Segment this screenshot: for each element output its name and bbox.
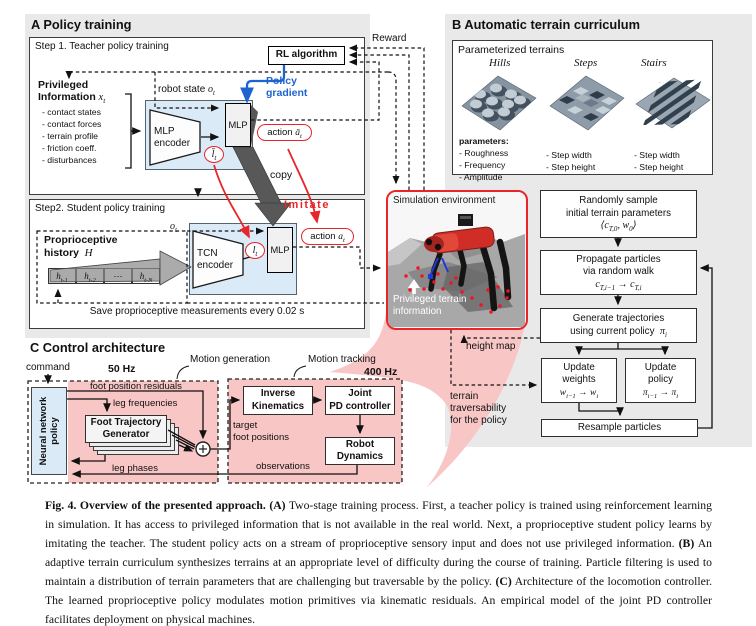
- panel-a-title: A Policy training: [31, 17, 132, 32]
- hills-param: - Frequency: [459, 160, 506, 170]
- caption-c-marker: (C): [495, 575, 512, 588]
- privileged-title-line1: Privileged: [38, 79, 89, 91]
- history-title-line1: Proprioceptive: [44, 234, 118, 246]
- privileged-item: - terrain profile: [42, 131, 99, 141]
- hz50-label: 50 Hz: [108, 363, 136, 375]
- parameters-label: parameters:: [459, 136, 509, 146]
- command-label: command: [26, 362, 70, 373]
- steps-param: - Step width: [546, 150, 592, 160]
- stairs-param: - Step width: [634, 150, 680, 160]
- save-note: Save proprioceptive measurements every 0…: [89, 306, 305, 317]
- student-mlp-box: MLP: [267, 227, 293, 273]
- history-title-line2: history H: [44, 247, 93, 259]
- teacher-latent-ellipse: l̄t: [204, 146, 224, 163]
- terrain-steps-image: [544, 70, 628, 139]
- terrain-stairs-label: Stairs: [641, 57, 667, 69]
- height-map-label: height map: [466, 341, 516, 352]
- simulation-environment-box: Simulation environment Privileged terrai…: [386, 190, 528, 330]
- flow-generate-box: Generate trajectories using current poli…: [540, 308, 697, 343]
- history-cell-label: ht-1: [56, 271, 68, 284]
- rl-algorithm-box: RL algorithm: [268, 46, 345, 65]
- history-cell-label: ht-N: [139, 271, 153, 284]
- hills-param: - Roughness: [459, 148, 509, 158]
- observations-label: observations: [256, 461, 310, 472]
- copy-label: copy: [270, 169, 293, 181]
- privileged-item: - disturbances: [42, 155, 97, 165]
- terrain-stairs-image: [628, 61, 718, 145]
- privileged-item: - friction coeff.: [42, 143, 97, 153]
- robot-state-label: robot state ot: [158, 84, 215, 97]
- step1-label: Step 1. Teacher policy training: [35, 41, 169, 52]
- privileged-item: - contact forces: [42, 119, 102, 129]
- student-action-pill: action at: [301, 228, 354, 245]
- privileged-item: - contact states: [42, 107, 101, 117]
- imitate-label: Imitate: [284, 199, 330, 211]
- hills-param: - Amplitude: [459, 172, 503, 182]
- privileged-title-line2: Information xt: [38, 91, 106, 106]
- step2-label: Step2. Student policy training: [35, 203, 166, 214]
- observation-label: ot: [170, 221, 177, 234]
- terrain-hills-label: Hills: [489, 57, 511, 69]
- parameterized-terrains-label: Parameterized terrains: [458, 44, 565, 56]
- simulation-scene: [388, 192, 525, 327]
- caption-a-marker: (A): [269, 499, 286, 512]
- caption-text-c: Architecture of the locomotion controlle…: [45, 575, 712, 626]
- stairs-param: - Step height: [634, 162, 684, 172]
- history-cell-dots: ⋯: [113, 270, 123, 281]
- privileged-terrain-label2: information: [393, 306, 442, 317]
- caption-text-b: An adaptive terrain curriculum synthesiz…: [45, 537, 712, 588]
- simulation-title: Simulation environment: [393, 195, 496, 206]
- leg-phases-label: leg phases: [112, 463, 158, 474]
- figure-caption: Fig. 4. Overview of the presented approa…: [45, 496, 712, 626]
- reward-label: Reward: [372, 33, 407, 44]
- terrain-hills-image: [456, 70, 540, 139]
- student-latent-ellipse: lt: [245, 242, 265, 259]
- panel-b-title: B Automatic terrain curriculum: [452, 17, 640, 32]
- hz400-label: 400 Hz: [364, 366, 398, 378]
- leg-frequencies-label: leg frequencies: [113, 398, 178, 409]
- foot-position-residuals-label: foot position residuals: [90, 381, 182, 392]
- privileged-terrain-label: Privileged terrain: [393, 294, 467, 305]
- caption-text-a: Two-stage training process. First, a tea…: [45, 499, 712, 550]
- motion-generation-label: Motion generation: [190, 354, 271, 365]
- steps-param: - Step height: [546, 162, 596, 172]
- teacher-mlp-box: MLP: [225, 103, 251, 147]
- teacher-action-pill: action āt: [257, 124, 312, 141]
- caption-fig-label: Fig. 4. Overview of the presented approa…: [45, 499, 270, 512]
- flow-resample-box: Resample particles: [541, 419, 698, 437]
- terrain-steps-label: Steps: [574, 57, 598, 69]
- history-cell-label: ht-2: [84, 271, 96, 284]
- motion-tracking-label: Motion tracking: [308, 354, 376, 365]
- caption-b-marker: (B): [678, 537, 695, 550]
- panel-c-title: C Control architecture: [30, 340, 166, 355]
